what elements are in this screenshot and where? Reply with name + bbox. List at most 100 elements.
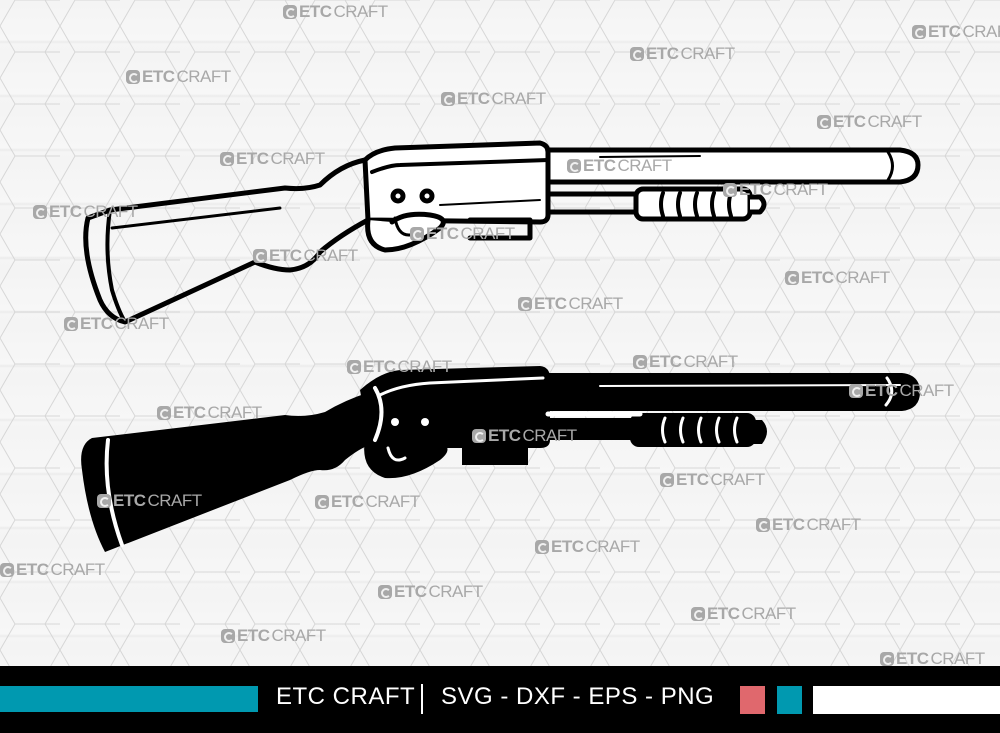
etc-logo-icon [64, 317, 78, 331]
watermark-etc: ETC [113, 491, 146, 510]
watermark-etc: ETC [236, 149, 269, 168]
etc-logo-icon [849, 384, 863, 398]
watermark-etc: ETC [865, 381, 898, 400]
watermark-etc: ETC [426, 224, 459, 243]
etc-logo-icon [723, 183, 737, 197]
watermark-craft: CRAFT [50, 560, 106, 579]
watermark-craft: CRAFT [617, 156, 673, 175]
etc-logo-icon [315, 495, 329, 509]
etc-logo-icon [518, 297, 532, 311]
watermark-etc: ETC [363, 357, 396, 376]
watermark-etc: ETC [583, 156, 616, 175]
hex-grid-background [0, 0, 1000, 666]
watermark-etc: ETC [833, 112, 866, 131]
watermark-craft: CRAFT [333, 2, 389, 21]
watermark-etc: ETC [551, 537, 584, 556]
shotgun-silhouette-illustration [81, 366, 920, 552]
watermark-craft: CRAFT [835, 268, 891, 287]
watermark-craft: CRAFT [428, 582, 484, 601]
watermark-craft: CRAFT [207, 403, 263, 422]
formats-label: SVG - DXF - EPS - PNG [441, 683, 715, 710]
watermark-craft: CRAFT [741, 604, 797, 623]
watermark-craft: CRAFT [271, 626, 327, 645]
watermark-etc: ETC [269, 246, 302, 265]
watermark-craft: CRAFT [930, 649, 986, 666]
watermark-craft: CRAFT [114, 314, 170, 333]
white-accent-bar [813, 686, 1000, 714]
etc-logo-icon [157, 406, 171, 420]
etc-logo-icon [756, 518, 770, 532]
etc-logo-icon [691, 607, 705, 621]
etc-logo-icon [472, 429, 486, 443]
watermark-craft: CRAFT [867, 112, 923, 131]
watermark-etc: ETC [331, 492, 364, 511]
watermark-etc: ETC [457, 89, 490, 108]
watermark-craft: CRAFT [522, 426, 578, 445]
watermark-craft: CRAFT [568, 294, 624, 313]
watermark-craft: CRAFT [460, 224, 516, 243]
watermark-etc: ETC [896, 649, 929, 666]
watermark-craft: CRAFT [773, 180, 829, 199]
watermark-craft: CRAFT [683, 352, 739, 371]
watermark-etc: ETC [237, 626, 270, 645]
watermark-etc: ETC [80, 314, 113, 333]
etc-logo-icon [33, 205, 47, 219]
etc-logo-icon [221, 629, 235, 643]
etc-logo-icon [633, 355, 647, 369]
watermark-craft: CRAFT [585, 537, 641, 556]
watermark-etc: ETC [49, 202, 82, 221]
watermark-craft: CRAFT [365, 492, 421, 511]
etc-logo-icon [220, 152, 234, 166]
watermark-craft: CRAFT [83, 202, 139, 221]
watermark-craft: CRAFT [397, 357, 453, 376]
shotgun-outline-illustration [83, 140, 921, 325]
etc-logo-icon [410, 227, 424, 241]
watermark-etc: ETC [649, 352, 682, 371]
watermark-craft: CRAFT [806, 515, 862, 534]
etc-logo-icon [535, 540, 549, 554]
etc-logo-icon [880, 652, 894, 666]
etc-logo-icon [283, 5, 297, 19]
etc-logo-icon [660, 473, 674, 487]
watermark-etc: ETC [772, 515, 805, 534]
watermark-etc: ETC [173, 403, 206, 422]
watermark-craft: CRAFT [147, 491, 203, 510]
watermark-etc: ETC [16, 560, 49, 579]
watermark-craft: CRAFT [303, 246, 359, 265]
artwork-canvas: ETCCRAFTETCCRAFTETCCRAFTETCCRAFTETCCRAFT… [0, 0, 1000, 666]
watermark-craft: CRAFT [491, 89, 547, 108]
watermark-craft: CRAFT [176, 67, 232, 86]
watermark-craft: CRAFT [270, 149, 326, 168]
watermark-etc: ETC [646, 44, 679, 63]
teal-swatch [777, 686, 802, 714]
etc-logo-icon [785, 271, 799, 285]
etc-logo-icon [0, 563, 14, 577]
watermark-craft: CRAFT [962, 22, 1000, 41]
